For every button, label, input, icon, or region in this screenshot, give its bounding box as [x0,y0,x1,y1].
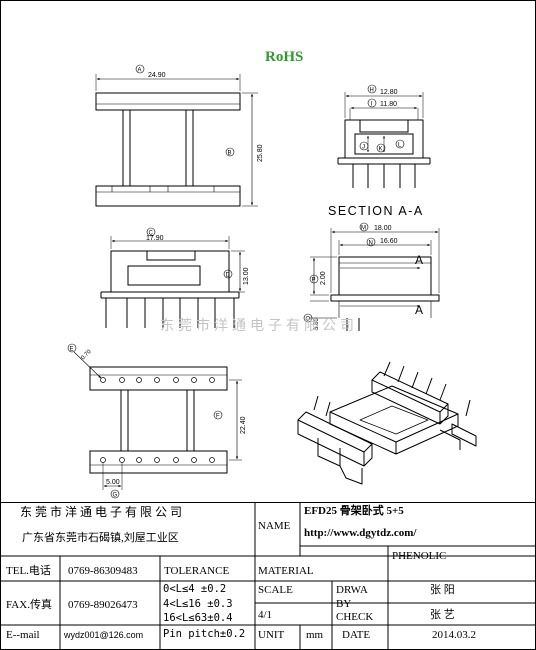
tel-value: 0769-86309483 [68,565,138,577]
title-block: 东 莞 市 洋 通 电 子 有 限 公 司 广东省东莞市石碣镇,刘屋工业区 NA… [0,502,536,650]
section-label: SECTION A-A [328,204,424,218]
isometric-view [297,361,477,485]
unit-label: UNIT [258,629,285,641]
svg-text:O: O [306,317,311,323]
tolerance-label: TOLERANCE [164,565,230,577]
svg-text:A: A [415,253,423,267]
drawn-by-value: 张 阳 [430,584,455,596]
side-view [310,228,440,331]
svg-text:5.00: 5.00 [106,479,120,486]
scale-label: SCALE [258,584,293,596]
dimension-n: N 16.60 [366,237,398,247]
svg-text:L: L [398,143,402,149]
check-value: 张 艺 [430,609,455,621]
section-view [337,92,431,188]
front-view [95,74,258,207]
svg-text:E: E [70,347,74,353]
svg-text:2.00: 2.00 [320,271,327,285]
dimension-h: H 12.80 [367,84,398,96]
fax-value: 0769-89026473 [68,599,138,611]
name-label: NAME [258,520,291,532]
svg-text:16.60: 16.60 [380,238,398,245]
dimension-g: 5.00 G [106,479,120,499]
dimension-k: K [376,143,386,153]
dimension-f: F 22.40 [213,410,247,434]
svg-text:17.90: 17.90 [146,235,164,242]
svg-text:A: A [415,303,423,317]
dimension-a: A 24.90 [135,64,166,79]
dimension-o: O 3.60 [303,313,320,330]
svg-text:0.70: 0.70 [80,348,93,361]
top-view [100,236,245,328]
svg-text:K: K [379,147,383,153]
svg-text:C: C [149,231,154,237]
date-value: 2014.03.2 [432,629,476,641]
dimension-m: M 18.00 [359,222,392,232]
svg-text:18.00: 18.00 [374,225,392,232]
tolerance-row-1: 0<L≤4 ±0.2 [163,583,227,595]
svg-text:11.80: 11.80 [380,101,397,108]
svg-text:N: N [369,241,373,247]
svg-text:P: P [312,278,316,284]
svg-text:25.80: 25.80 [257,144,264,162]
svg-text:F: F [216,414,220,420]
svg-text:12.80: 12.80 [380,89,398,96]
material-value: PHENOLIC [392,550,447,562]
drawn-by-label: DRWA [336,584,368,596]
unit-value: mm [306,629,324,641]
svg-text:G: G [113,493,118,499]
watermark: 东莞市洋通电子有限公司 [160,317,358,333]
title-block-grid [0,502,536,650]
tel-label: TEL.电话 [6,565,51,577]
technical-drawing: A 24.90 B 25.80 H 12.80 [67,64,477,499]
website-link[interactable]: http://www.dgytdz.com/ [304,527,417,539]
svg-text:13.00: 13.00 [243,267,250,285]
dimension-p: P 2.00 [309,271,327,285]
bottom-view [73,351,242,490]
svg-text:H: H [370,88,374,94]
product-name: EFD25 骨架卧式 5+5 [304,505,404,517]
date-label: DATE [342,629,371,641]
tolerance-row-4: Pin pitch±0.2 [163,628,246,640]
company-address: 广东省东莞市石碣镇,刘屋工业区 [22,532,179,544]
dimension-i: I 11.80 [367,98,397,108]
svg-text:22.40: 22.40 [240,416,247,434]
dimension-b: B 25.80 [225,144,264,162]
rohs-label: RoHS [265,49,304,65]
svg-text:D: D [226,273,231,279]
svg-text:24.90: 24.90 [148,72,166,79]
svg-text:A: A [138,68,142,74]
section-marks: A A [415,253,423,317]
svg-text:B: B [228,151,232,157]
dimension-j: J [359,141,369,151]
tolerance-row-2: 4<L≤16 ±0.3 [163,598,233,610]
dimension-e: E 0.70 [67,343,93,361]
dimension-c: C 17.90 [146,227,164,242]
drawn-by-label-2: BY [336,598,352,610]
email-value[interactable]: wydz001@126.com [64,630,144,640]
check-label: CHECK [336,611,374,623]
material-label: MATERIAL [258,565,314,577]
fax-label: FAX.传真 [6,599,52,611]
svg-text:J: J [362,145,365,151]
company-name: 东 莞 市 洋 通 电 子 有 限 公 司 [20,505,183,519]
svg-text:M: M [361,226,366,232]
email-label: E--mail [6,629,40,641]
tolerance-row-3: 16<L≤63±0.4 [163,612,233,624]
dimension-d: D 13.00 [223,267,250,285]
scale-value: 4/1 [258,609,273,621]
dimension-l: L [395,139,405,149]
svg-text:I: I [371,102,373,108]
svg-text:3.60: 3.60 [314,318,320,330]
